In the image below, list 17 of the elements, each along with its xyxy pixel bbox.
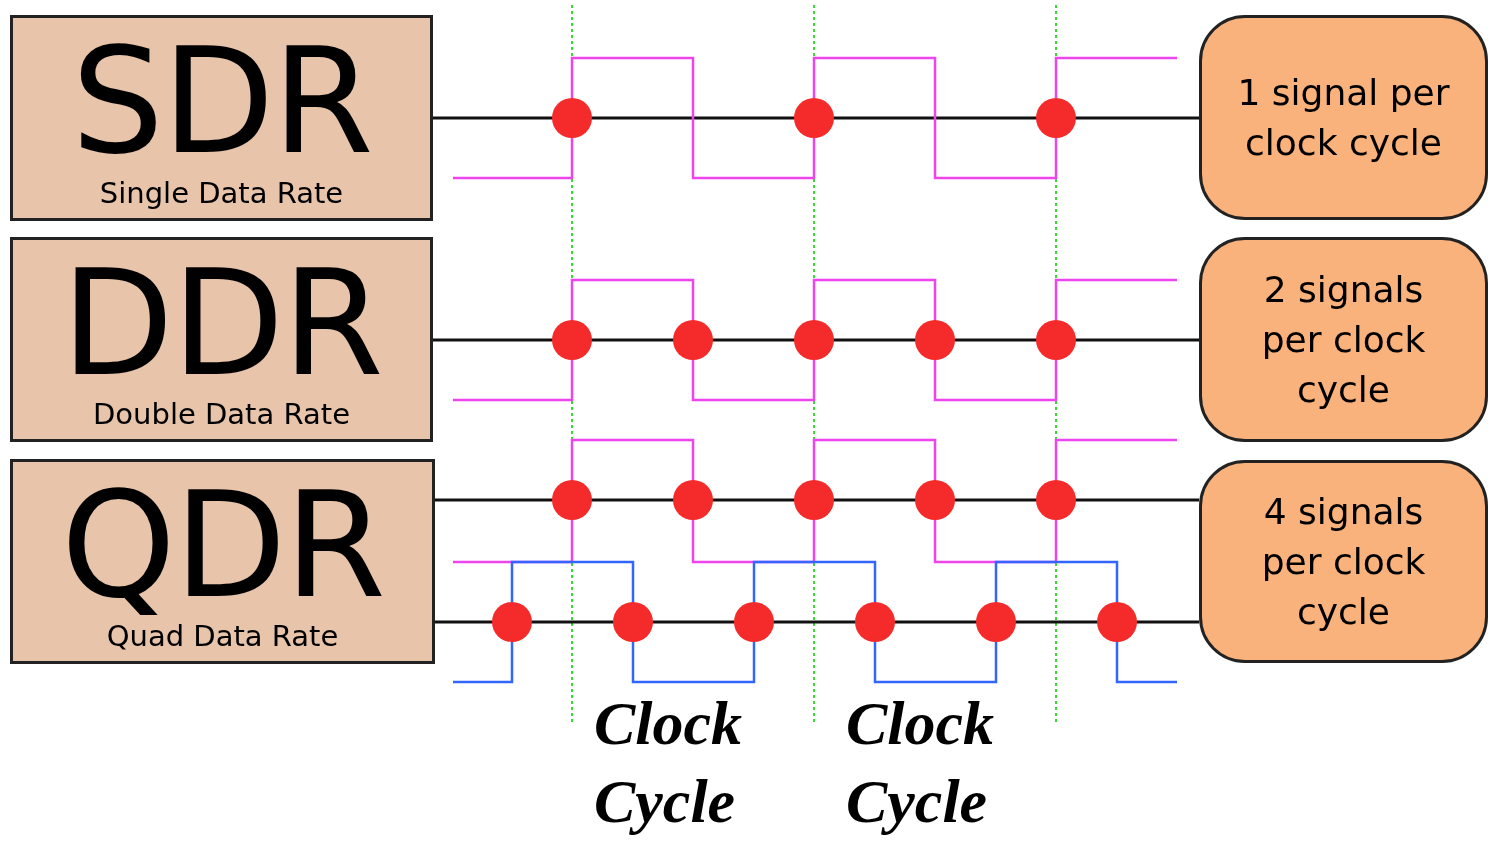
rate-text: 2 signals per clock cycle [1260, 267, 1427, 412]
clock-cycle-label: Clock Cycle [594, 688, 744, 837]
acronym-text: DDR [60, 250, 383, 396]
rate-box [10, 237, 433, 442]
clock-cycle-label: Clock Cycle [846, 688, 996, 837]
subtitle-text: Single Data Rate [98, 176, 345, 210]
rate-rounded-box [1199, 460, 1488, 663]
rate-rounded-box [1199, 15, 1488, 220]
rate-text: 1 signal per clock cycle [1236, 70, 1451, 165]
acronym-text: SDR [70, 28, 373, 174]
rate-text: 4 signals per clock cycle [1260, 489, 1427, 634]
rate-rounded-box [1199, 237, 1488, 442]
subtitle-text: Double Data Rate [92, 397, 351, 431]
subtitle-text: Quad Data Rate [105, 619, 340, 653]
rate-box [10, 15, 433, 221]
rate-box [10, 459, 435, 664]
acronym-text: QDR [60, 472, 385, 618]
